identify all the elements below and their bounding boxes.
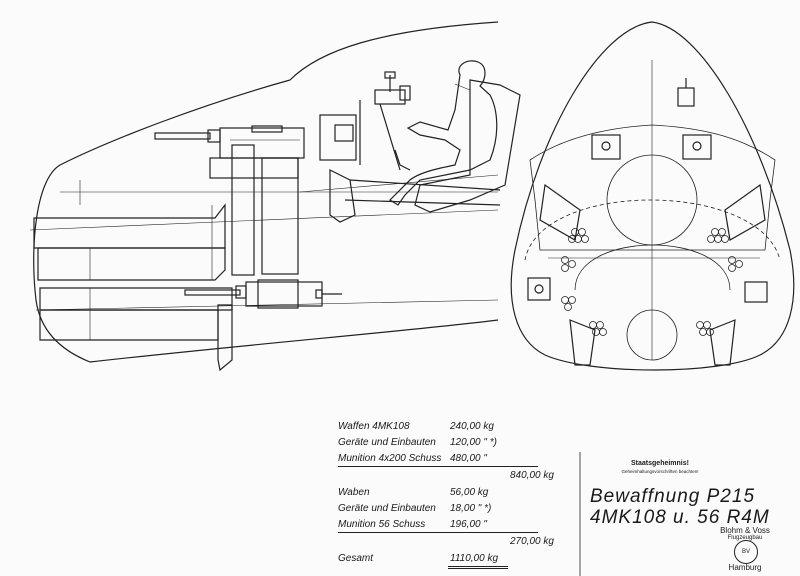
subtotal-underline [338, 466, 538, 467]
lower-ammo-tray [39, 287, 233, 311]
row-value: 120,00 " *) [450, 437, 497, 448]
rocket-rack-left-upper [539, 183, 581, 241]
classification-line-2: Geheimhaltungsvorschriften beachten! [621, 469, 699, 474]
title-line-2: 4MK108 u. 56 R4M [590, 507, 770, 528]
weight-table: Waffen 4MK108 240,00 kg Geräte und Einba… [338, 420, 578, 576]
title-line-1: Bewaffnung P215 [590, 486, 756, 507]
lower-cannon-body [245, 281, 323, 307]
pilot-seat [414, 79, 521, 213]
row-label: Waffen 4MK108 [338, 421, 410, 432]
row-subtotal: 270,00 kg [510, 536, 554, 547]
total-double-underline [448, 568, 508, 569]
row-value: 1110,00 kg [450, 553, 499, 564]
total-underline [448, 566, 508, 567]
row-value: 480,00 " [450, 453, 487, 464]
company-logo-icon: BV [734, 540, 758, 564]
rocket-rack-left-lower [569, 319, 596, 366]
pilot-figure [389, 60, 498, 206]
company-name-block: Blohm & Voss Flugzeugbau [700, 526, 790, 542]
row-subtotal: 840,00 kg [510, 470, 554, 481]
middle-ammo-tray [37, 247, 226, 281]
row-label: Munition 56 Schuss [338, 519, 426, 530]
company-dept: Flugzeugbau [727, 535, 763, 541]
row-label: Munition 4x200 Schuss [338, 453, 442, 464]
upper-ammo-tray [33, 203, 226, 249]
row-value: 196,00 " [450, 519, 487, 530]
cross-section-outline [510, 21, 795, 371]
row-label: Geräte und Einbauten [338, 503, 436, 514]
rocket-rack-right-upper [724, 183, 766, 241]
instrument-panel [319, 114, 357, 161]
upper-cannon-barrel [154, 132, 211, 140]
fuselage-outline [33, 21, 499, 363]
subtotal-underline [338, 532, 538, 533]
company-name: Blohm & Voss [720, 526, 770, 535]
row-label: Gesamt [338, 553, 374, 564]
cannon-mount-left [591, 134, 621, 160]
row-label: Waben [338, 487, 370, 498]
classification-stamp: Staatsgeheimnis! Geheimhaltungsvorschrif… [600, 460, 720, 476]
cannon-mount-right [682, 134, 712, 160]
rocket-clusters [561, 228, 743, 336]
row-label: Geräte und Einbauten [338, 437, 436, 448]
row-value: 18,00 " *) [450, 503, 492, 514]
lower-reference-circle [626, 309, 678, 361]
company-city: Hamburg [728, 563, 762, 572]
rocket-rack-right-lower [709, 319, 736, 366]
row-value: 56,00 kg [450, 487, 489, 498]
lower-cannon-barrel [184, 289, 241, 296]
classification-line-1: Staatsgeheimnis! [631, 460, 689, 467]
drawing-title: Bewaffnung P215 4MK108 u. 56 R4M [590, 486, 770, 528]
row-value: 240,00 kg [450, 421, 494, 432]
